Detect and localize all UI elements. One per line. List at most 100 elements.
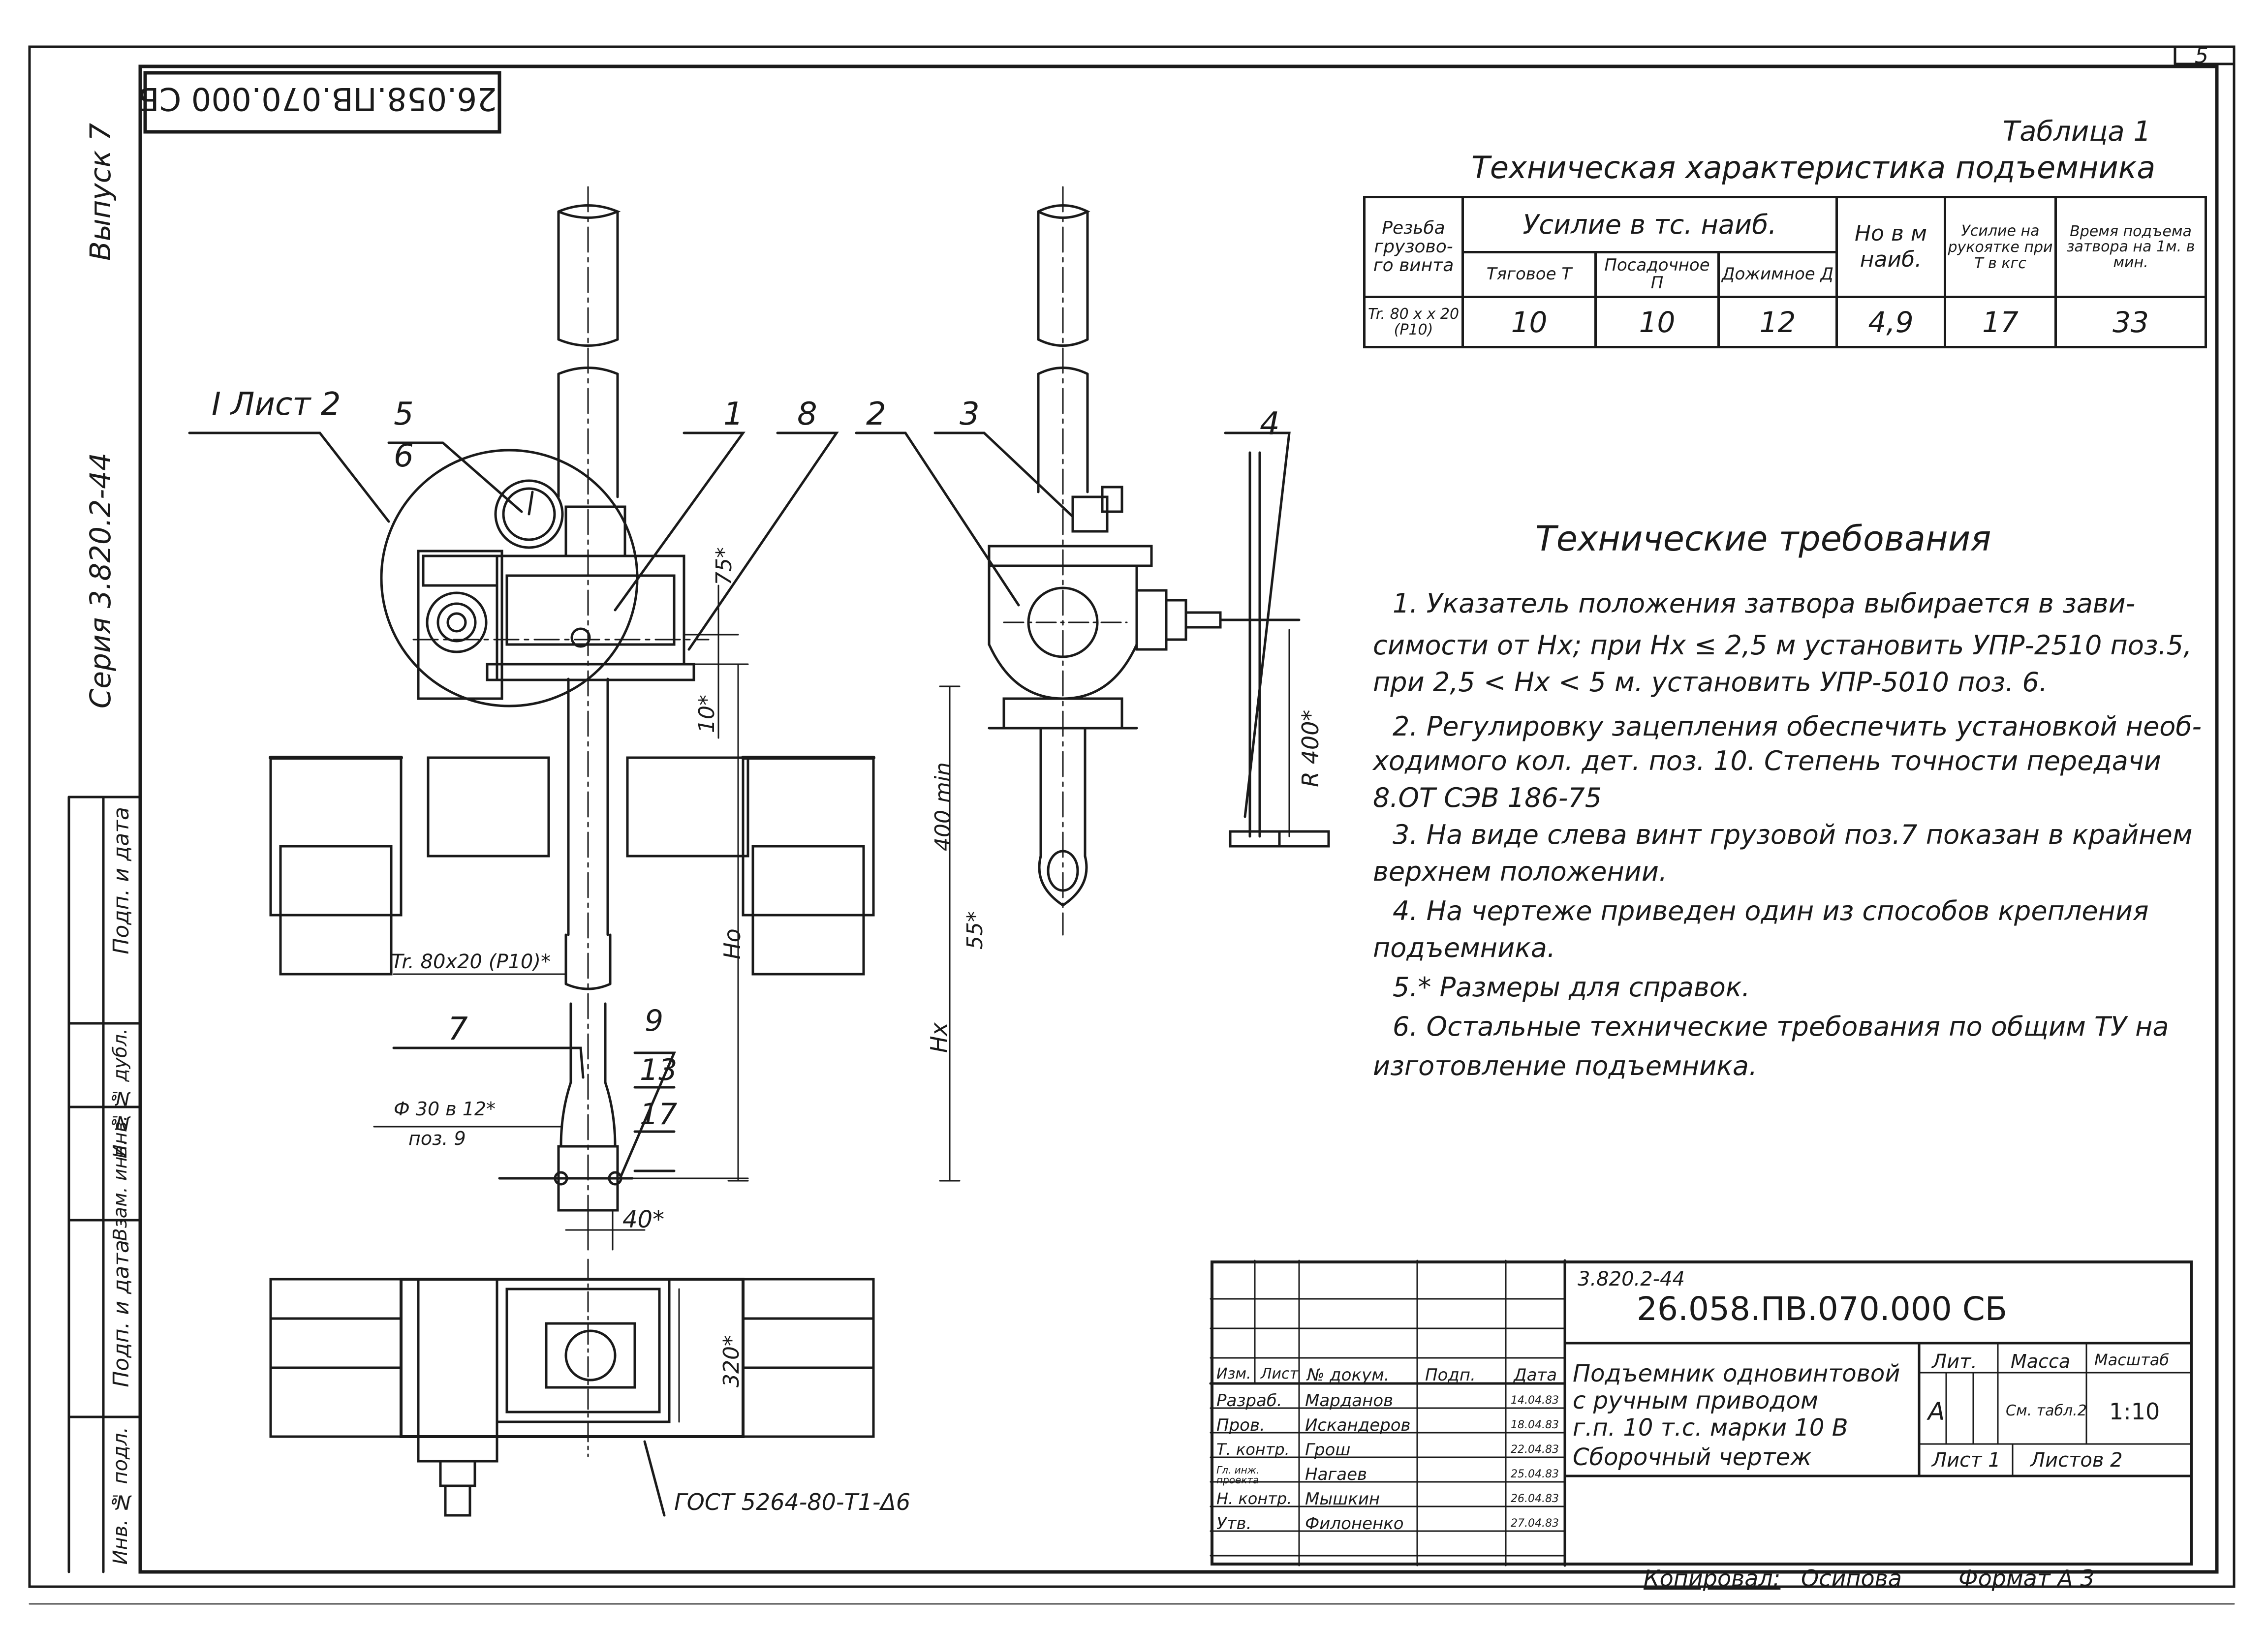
- tb-scale-label: Масштаб: [2094, 1351, 2170, 1369]
- tb-name-r5: Мышкин: [1305, 1489, 1380, 1509]
- tb-name-4: Сборочный чертеж: [1573, 1444, 1812, 1471]
- callout-9: 9: [645, 1004, 664, 1038]
- callout-2: 2: [866, 396, 886, 432]
- spec-table: Резьба грузово-го винта Усилие в тс. наи…: [1363, 195, 2207, 348]
- req-line-13: изготовление подъемника.: [1373, 1050, 1758, 1081]
- tb-h-izm: Изм.: [1216, 1365, 1251, 1382]
- dim-10: 10*: [694, 695, 719, 733]
- tb-mass: См. табл.2: [2006, 1402, 2087, 1419]
- cell-time: 33: [2054, 296, 2207, 348]
- req-line-11: 5.* Размеры для справок.: [1393, 972, 1750, 1003]
- table-caption: Таблица 1: [2003, 116, 2151, 148]
- callout-8: 8: [797, 396, 817, 432]
- th-time: Время подъема затвора на 1м. в мин.: [2054, 195, 2207, 299]
- callout-5: 5: [394, 396, 414, 432]
- th-landing: Посадочное П: [1594, 250, 1720, 299]
- req-line-3: при 2,5 < Hx < 5 м. установить УПР-5010 …: [1373, 667, 2048, 698]
- tb-role-2: Пров.: [1216, 1415, 1265, 1435]
- req-line-6: 8.ОТ СЭВ 186-75: [1373, 782, 1602, 813]
- tb-sheets: Листов 2: [2030, 1449, 2123, 1472]
- dim-hx: Hx: [926, 1022, 952, 1053]
- tb-role-1: Разраб.: [1216, 1391, 1282, 1411]
- req-line-2: симости от Hx; при Hx ≤ 2,5 м установить…: [1373, 630, 2192, 661]
- dim-55: 55*: [963, 911, 988, 950]
- tb-date-r3: 22.04.83: [1511, 1444, 1559, 1456]
- stamp-code: 26.058.ПВ.070.000 СБ: [137, 80, 497, 117]
- tb-date-r6: 27.04.83: [1511, 1517, 1559, 1530]
- tb-date-r1: 14.04.83: [1511, 1394, 1559, 1407]
- tb-series: 3.820.2-44: [1578, 1268, 1685, 1290]
- requirements-title: Технические требования: [1535, 519, 1991, 559]
- weld-note: ГОСТ 5264-80-Т1-Δ6: [674, 1489, 911, 1515]
- tb-mass-label: Масса: [2011, 1351, 2071, 1372]
- callout-17: 17: [640, 1097, 678, 1132]
- tb-role-3: Т. контр.: [1216, 1440, 1290, 1459]
- tb-h-doc: № докум.: [1307, 1365, 1390, 1385]
- side-field-5: Инв. № подл.: [109, 1427, 132, 1565]
- th-thread: Резьба грузово-го винта: [1363, 195, 1464, 299]
- tb-name-r4: Нагаев: [1305, 1465, 1367, 1484]
- title-block: 3.820.2-44 26.058.ПВ.070.000 СБ Подъемни…: [1211, 1260, 2193, 1566]
- callout-7: 7: [448, 1011, 468, 1047]
- callout-13: 13: [640, 1053, 678, 1087]
- footer-copied-label: Копировал:: [1644, 1565, 1781, 1592]
- cell-handle: 17: [1944, 296, 2057, 348]
- cell-thread: Tr. 80 x x 20 (P10): [1363, 296, 1464, 348]
- side-field-3: Взам. инв. №: [109, 1112, 131, 1241]
- dim-400: 400 min: [931, 762, 956, 851]
- footer-copier: Осипова: [1801, 1565, 1902, 1592]
- sheet-number: 5: [2195, 43, 2208, 68]
- tb-date-r4: 25.04.83: [1511, 1468, 1559, 1480]
- callout-6: 6: [394, 438, 414, 474]
- tb-name-1: Подъемник одновинтовой: [1573, 1360, 1900, 1387]
- cell-ho: 4,9: [1835, 296, 1947, 348]
- tb-name-3: г.п. 10 т.с. марки 10 В: [1573, 1414, 1848, 1442]
- tb-code: 26.058.ПВ.070.000 СБ: [1637, 1290, 2008, 1328]
- tb-name-r6: Филоненко: [1305, 1514, 1404, 1534]
- tb-sheet: Лист 1: [1932, 1449, 2001, 1472]
- side-field-4: Подп. и дата: [109, 1240, 134, 1387]
- side-field-1: Подп. и дата: [109, 807, 134, 954]
- tb-h-date: Дата: [1514, 1365, 1557, 1385]
- req-line-12: 6. Остальные технические требования по о…: [1393, 1011, 2169, 1042]
- th-press: Дожимное Д: [1717, 250, 1838, 299]
- tb-role-5: Н. контр.: [1216, 1489, 1292, 1508]
- tb-name-r1: Марданов: [1305, 1391, 1394, 1411]
- tb-date-r2: 18.04.83: [1511, 1419, 1559, 1431]
- th-force: Усилие в тс. наиб.: [1461, 196, 1838, 253]
- tb-role-4: Гл. инж. проекта: [1216, 1464, 1260, 1486]
- side-issue: Выпуск 7: [84, 123, 117, 261]
- cell-press: 12: [1717, 296, 1838, 348]
- dim-ho: Ho: [719, 928, 746, 959]
- tb-scale: 1:10: [2109, 1398, 2160, 1425]
- tb-name-r3: Грош: [1305, 1440, 1351, 1460]
- dim-r400: R 400*: [1297, 709, 1324, 787]
- tb-name-r2: Искандеров: [1305, 1415, 1411, 1435]
- th-handle: Усилие на рукоятке при Т в кгс: [1944, 195, 2057, 299]
- tb-name-2: с ручным приводом: [1573, 1387, 1819, 1414]
- req-line-7: 3. На виде слева винт грузовой поз.7 пок…: [1393, 819, 2193, 850]
- tb-lit: А: [1928, 1397, 1945, 1426]
- callout-3: 3: [960, 396, 980, 432]
- callout-view-ref: I Лист 2: [212, 386, 341, 423]
- dim-40: 40*: [622, 1206, 665, 1233]
- table-title: Техническая характеристика подъемника: [1471, 150, 2156, 185]
- dim-pin: Ф 30 в 12*: [394, 1098, 496, 1120]
- req-line-8: верхнем положении.: [1373, 856, 1668, 887]
- callout-4: 4: [1260, 406, 1280, 442]
- req-line-1: 1. Указатель положения затвора выбираетс…: [1393, 588, 2136, 619]
- tb-role-6: Утв.: [1216, 1514, 1252, 1534]
- dim-320: 320*: [719, 1335, 744, 1387]
- req-line-10: подъемника.: [1373, 932, 1556, 963]
- req-line-5: ходимого кол. дет. поз. 10. Степень точн…: [1373, 745, 2161, 776]
- tb-h-sign: Подп.: [1425, 1365, 1476, 1385]
- th-pull: Тяговое Т: [1461, 250, 1597, 299]
- tb-h-list: Лист: [1261, 1365, 1299, 1382]
- th-ho: Но в м наиб.: [1835, 195, 1947, 299]
- callout-1: 1: [723, 396, 744, 432]
- tb-lit-label: Лит.: [1932, 1351, 1978, 1373]
- footer-format: Формат А 3: [1958, 1565, 2095, 1592]
- tb-date-r5: 26.04.83: [1511, 1493, 1559, 1505]
